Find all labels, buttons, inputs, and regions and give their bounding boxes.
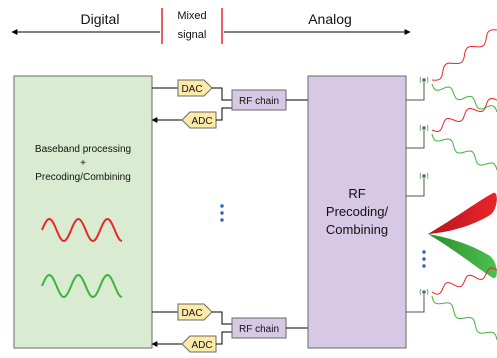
baseband-block <box>13 75 153 349</box>
red-signal-wave <box>41 217 123 243</box>
baseband-line1: Baseband processing <box>35 144 131 155</box>
antenna-array <box>406 76 429 313</box>
rf-block-line2: Precoding/ <box>326 204 389 219</box>
antenna-element-icon <box>422 126 426 130</box>
rf-precoding-block <box>307 75 407 349</box>
bottom-adc-to-rf-line <box>216 331 232 345</box>
radiated-wave-green <box>431 295 497 341</box>
mixed-signal-label-line2: signal <box>178 29 207 41</box>
antenna-emission-arc-left <box>419 124 422 132</box>
radiated-wave-green <box>431 83 497 113</box>
antenna-emission-arc-left <box>419 76 422 84</box>
antenna-emission-arc-left <box>419 288 422 296</box>
radiated-wave-red <box>431 267 497 295</box>
bottom-adc-label: ADC <box>191 340 212 351</box>
antenna-element-icon <box>422 290 426 294</box>
antenna-emission-arc-right <box>426 172 429 180</box>
antenna-emission-arc-left <box>419 172 422 180</box>
antenna-emission-arc-right <box>426 76 429 84</box>
antenna-emission-arc-right <box>426 288 429 296</box>
rf-block-line3: Combining <box>326 222 388 237</box>
antenna-emission-arc-right <box>426 124 429 132</box>
antenna-element-icon <box>422 78 426 82</box>
antenna-feed-line <box>406 82 425 101</box>
antenna-feed-line <box>406 130 425 149</box>
baseband-line2: + <box>80 158 86 169</box>
digital-label: Digital <box>81 11 120 27</box>
green-beam-lobe <box>428 234 497 279</box>
green-signal-wave <box>41 273 123 299</box>
baseband-line3: Precoding/Combining <box>35 172 131 183</box>
mixed-signal-label-line1: Mixed <box>177 10 206 22</box>
antenna-feed-line <box>406 178 425 197</box>
radiated-wave-red <box>431 98 497 132</box>
top-adc-label: ADC <box>191 116 212 127</box>
top-dac-to-rf-line <box>212 87 232 101</box>
antenna-ellipsis-dots <box>422 250 426 268</box>
bottom-dac-block <box>177 303 213 321</box>
rf-block-line1: RF <box>348 186 365 201</box>
top-adc-to-rf-line <box>216 107 232 121</box>
chain-ellipsis-dots <box>220 204 224 222</box>
analog-label: Analog <box>308 11 352 27</box>
radiated-wave-green <box>431 133 497 171</box>
top-dac-label: DAC <box>181 84 202 95</box>
bottom-dac-label: DAC <box>181 308 202 319</box>
top-dac-block <box>177 79 213 97</box>
antenna-element-icon <box>422 174 426 178</box>
radiated-wave-red <box>431 29 497 81</box>
top-rf-chain-label: RF chain <box>239 96 279 107</box>
antenna-feed-line <box>406 294 425 313</box>
bottom-rf-chain-label: RF chain <box>239 324 279 335</box>
bottom-dac-to-rf-line <box>212 311 232 325</box>
radiated-waves <box>431 29 497 341</box>
red-beam-lobe <box>428 192 497 234</box>
